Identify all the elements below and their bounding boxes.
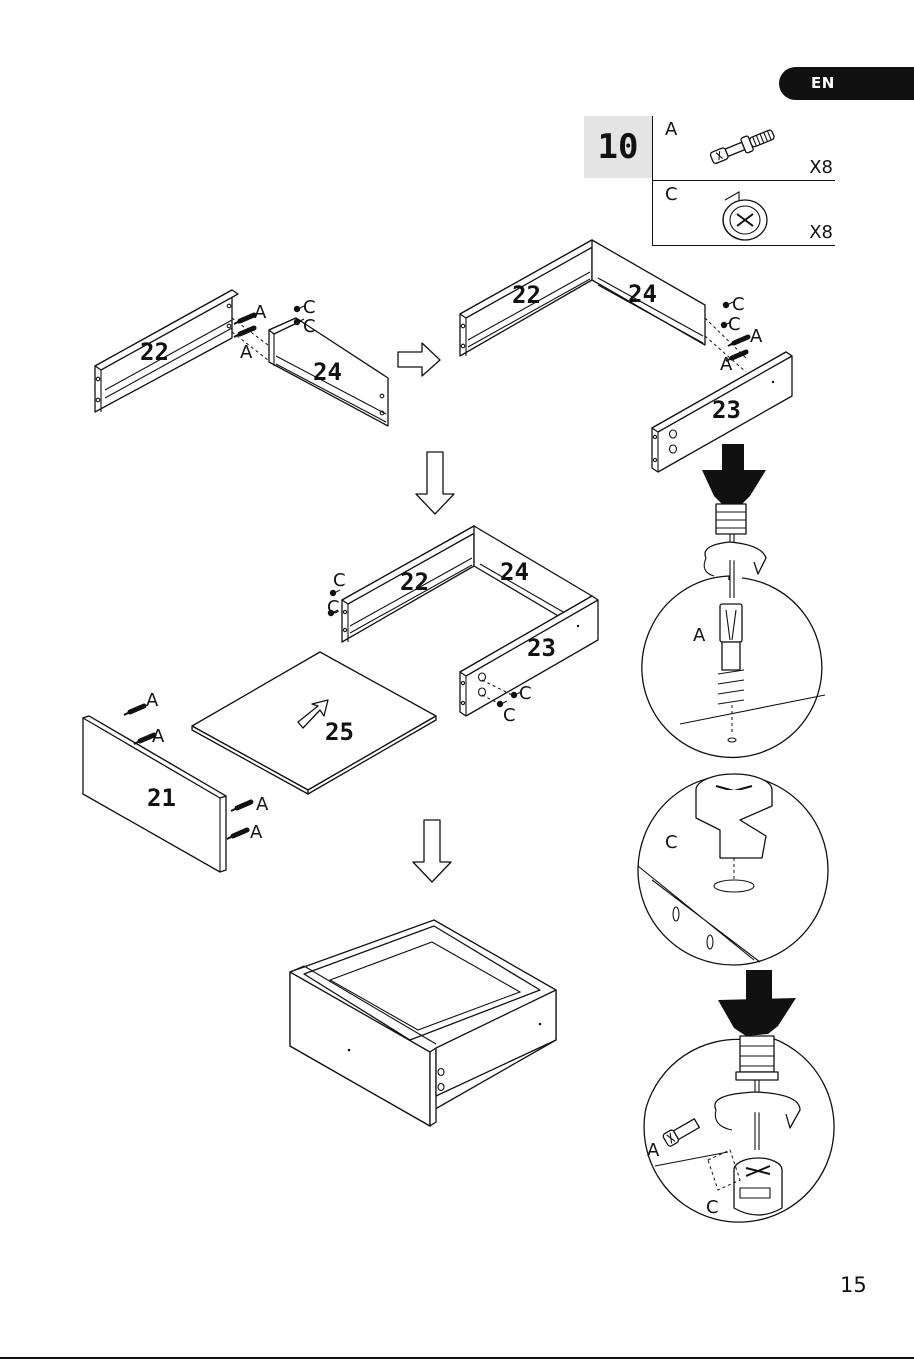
hardware-label-c: C xyxy=(665,832,678,853)
panel-label-23: 23 xyxy=(527,634,556,662)
panel-24-left: 24 xyxy=(269,318,388,426)
bolt-a-icon xyxy=(227,830,247,839)
detail-insert-bolt: A xyxy=(642,444,825,757)
panel-25-bottom: 25 xyxy=(192,652,436,794)
press-arrow-icon xyxy=(718,998,796,1036)
panel-22-24-frame: 22 24 xyxy=(460,240,705,356)
hardware-label-a: A xyxy=(254,302,267,323)
hardware-label-c: C xyxy=(519,683,532,704)
hardware-label-a: A xyxy=(250,822,263,843)
panel-label-22: 22 xyxy=(400,568,429,596)
detail-tighten-cam: A C xyxy=(644,970,834,1222)
rotate-arrow-icon xyxy=(705,542,766,574)
hardware-label-a: A xyxy=(152,726,165,747)
hardware-label-c: C xyxy=(728,314,741,335)
hardware-label-a: A xyxy=(240,342,253,363)
hardware-label-c: C xyxy=(333,570,346,591)
panel-label-24: 24 xyxy=(500,558,529,586)
hardware-label-a: A xyxy=(750,326,763,347)
panel-22-left: 22 xyxy=(95,290,238,412)
hardware-label-c: C xyxy=(732,294,745,315)
hardware-label-a: A xyxy=(647,1140,660,1161)
hardware-label-c: C xyxy=(327,597,340,618)
panel-label-24: 24 xyxy=(313,358,342,386)
next-step-arrow-down xyxy=(413,820,451,882)
hardware-label-a: A xyxy=(720,354,733,375)
panel-label-23: 23 xyxy=(712,396,741,424)
bolt-a-icon xyxy=(231,802,251,811)
panel-label-22: 22 xyxy=(512,281,541,309)
panel-label-24: 24 xyxy=(628,280,657,308)
page-number: 15 xyxy=(840,1273,867,1297)
hardware-label-a: A xyxy=(256,794,269,815)
hardware-label-a: A xyxy=(146,690,159,711)
hardware-label-a: A xyxy=(693,625,706,646)
bottom-divider xyxy=(0,1357,914,1359)
bolt-a-icon xyxy=(124,706,144,715)
next-step-arrow-down xyxy=(416,452,454,514)
hardware-label-c: C xyxy=(503,705,516,726)
detail-insert-cam: C xyxy=(638,774,828,965)
panel-label-25: 25 xyxy=(325,718,354,746)
hardware-label-c: C xyxy=(303,316,316,337)
bolt-a-icon xyxy=(234,315,254,324)
bolt-a-icon xyxy=(728,337,748,346)
cam-bolt-icon xyxy=(720,604,742,642)
hardware-label-c: C xyxy=(303,297,316,318)
next-step-arrow-right xyxy=(398,343,440,376)
finished-drawer xyxy=(290,920,556,1126)
bolt-a-icon xyxy=(134,735,154,744)
panel-label-22: 22 xyxy=(140,338,169,366)
press-arrow-icon xyxy=(702,470,766,504)
hardware-label-c: C xyxy=(706,1197,719,1218)
panel-label-21: 21 xyxy=(147,784,176,812)
